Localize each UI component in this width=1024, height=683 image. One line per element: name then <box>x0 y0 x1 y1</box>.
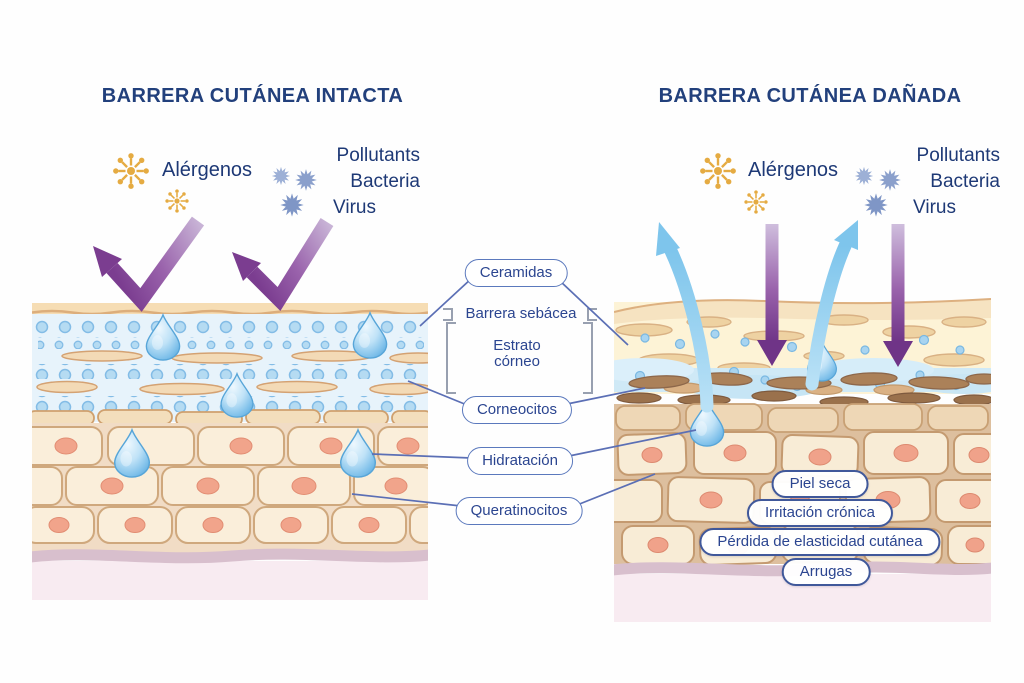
intact-panel-title: BARRERA CUTÁNEA INTACTA <box>101 85 404 107</box>
effect-pill-chronic-irritation: Irritación crónica <box>746 499 894 527</box>
effect-pill-wrinkles: Arrugas <box>781 558 871 586</box>
damaged-panel-title: BARRERA CUTÁNEA DAÑADA <box>658 85 962 107</box>
virus-label: Virus <box>913 197 956 218</box>
allergen-pollen-icon <box>111 151 151 191</box>
allergen-pollen-icon <box>164 188 190 214</box>
stratum-corneum-label: Estrato córneo <box>493 337 541 370</box>
allergen-pollen-icon <box>698 151 738 191</box>
sebaceous-barrier-label: Barrera sebácea <box>465 305 577 322</box>
bounce-arrow-icon <box>232 218 334 311</box>
pollutants-label: Pollutants <box>336 145 420 166</box>
allergen-pollen-icon <box>743 189 769 215</box>
corneocytes-label-pill: Corneocitos <box>461 396 573 424</box>
ceramides-label-pill: Ceramidas <box>464 259 568 287</box>
pollutant-microbe-icon <box>270 165 292 187</box>
allergens-label: Alérgenos <box>748 159 839 181</box>
bacteria-label: Bacteria <box>350 171 420 192</box>
virus-label: Virus <box>333 197 376 218</box>
pathogen-labels: Pollutants Bacteria Virus <box>290 143 420 221</box>
pathogen-labels: Pollutants Bacteria Virus <box>870 143 1000 221</box>
bounce-arrow-icon <box>93 216 205 312</box>
pollutants-label: Pollutants <box>916 145 1000 166</box>
effect-pill-dry-skin: Piel seca <box>771 470 869 498</box>
intact-skin-illustration <box>32 303 428 600</box>
effect-pill-elasticity-loss: Pérdida de elasticidad cutánea <box>699 528 941 556</box>
allergens-label: Alérgenos <box>162 159 253 181</box>
hydration-label-pill: Hidratación <box>467 447 573 475</box>
bacteria-label: Bacteria <box>930 171 1000 192</box>
keratinocytes-label-pill: Queratinocitos <box>455 497 583 525</box>
